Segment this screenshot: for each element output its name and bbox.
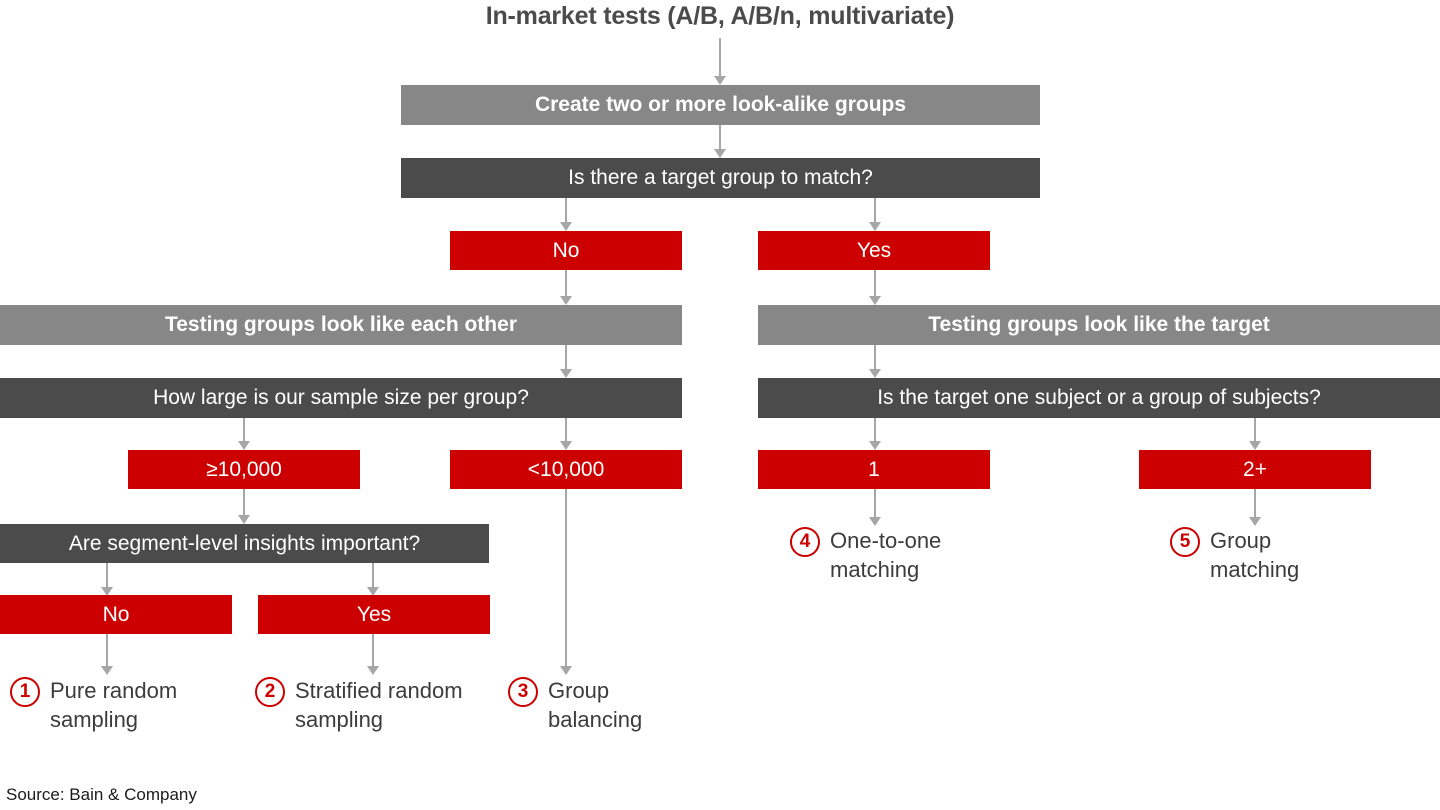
arrow-target-question-to-no (565, 198, 567, 222)
outcome-number-badge-1: 1 (10, 677, 40, 707)
arrow-create-groups-to-target-question (719, 125, 721, 149)
arrow-sample-size-to-ge (243, 418, 245, 441)
outcome-2: 2 Stratified random sampling (255, 676, 463, 734)
outcome-label-4: One-to-one matching (830, 528, 942, 583)
outcome-3: 3 Group balancing (508, 676, 642, 734)
outcome-label-3: Group balancing (548, 678, 643, 733)
outcome-label-5: Group matching (1210, 528, 1300, 583)
connector-lt-to-outcome-3 (565, 489, 567, 666)
node-right-branch-header: Testing groups look like the target (758, 305, 1440, 345)
source-note: Source: Bain & Company (6, 785, 197, 804)
arrow-segment-to-no (106, 563, 108, 587)
arrow-segment-to-yes (372, 563, 374, 587)
node-sample-lt-10000: <10,000 (450, 450, 682, 489)
outcome-1: 1 Pure random sampling (10, 676, 177, 734)
node-sample-size-question: How large is our sample size per group? (0, 378, 682, 418)
arrow-ge-to-segment-question (243, 489, 245, 515)
node-segment-no: No (0, 595, 232, 634)
arrow-target-subject-to-two-plus (1254, 418, 1256, 441)
arrow-left-header-to-sample-size (565, 345, 567, 369)
arrow-target-subject-to-one (874, 418, 876, 441)
outcome-5: 5 Group matching (1170, 526, 1299, 584)
outcome-4: 4 One-to-one matching (790, 526, 941, 584)
node-sample-ge-10000: ≥10,000 (128, 450, 360, 489)
arrow-no-to-left-header (565, 270, 567, 296)
node-target-two-plus: 2+ (1139, 450, 1371, 489)
node-target-one: 1 (758, 450, 990, 489)
arrow-segment-yes-to-outcome-2 (372, 634, 374, 666)
node-segment-yes: Yes (258, 595, 490, 634)
outcome-label-1: Pure random sampling (50, 678, 178, 733)
arrow-title-to-create-groups (719, 38, 721, 76)
arrow-sample-size-to-lt (565, 418, 567, 441)
arrow-one-to-outcome-4 (874, 489, 876, 517)
node-target-subject-question: Is the target one subject or a group of … (758, 378, 1440, 418)
arrow-target-question-to-yes (874, 198, 876, 222)
node-target-no: No (450, 231, 682, 270)
node-segment-question: Are segment-level insights important? (0, 524, 489, 563)
outcome-number-badge-4: 4 (790, 527, 820, 557)
arrow-yes-to-right-header (874, 270, 876, 296)
arrow-segment-no-to-outcome-1 (106, 634, 108, 666)
arrow-two-plus-to-outcome-5 (1254, 489, 1256, 517)
node-target-yes: Yes (758, 231, 990, 270)
arrow-lt-to-outcome-3 (565, 643, 567, 666)
node-target-group-question: Is there a target group to match? (401, 158, 1040, 198)
outcome-number-badge-2: 2 (255, 677, 285, 707)
arrow-right-header-to-target-subject (874, 345, 876, 369)
chart-title: In-market tests (A/B, A/B/n, multivariat… (485, 2, 955, 31)
outcome-number-badge-5: 5 (1170, 527, 1200, 557)
node-create-groups: Create two or more look-alike groups (401, 85, 1040, 125)
outcome-number-badge-3: 3 (508, 677, 538, 707)
node-left-branch-header: Testing groups look like each other (0, 305, 682, 345)
outcome-label-2: Stratified random sampling (295, 678, 463, 733)
